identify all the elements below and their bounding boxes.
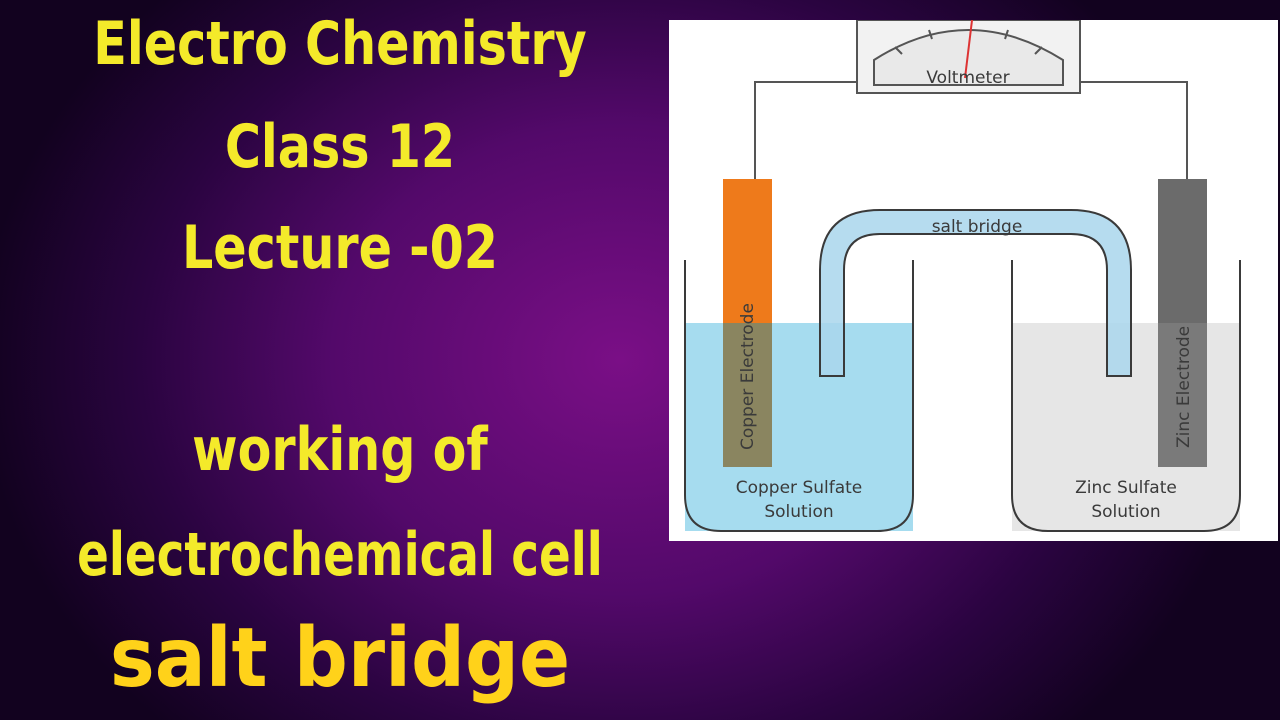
copper-solution-label-line2: Solution [764, 502, 833, 522]
subtitle-electrochemical-cell: electrochemical cell [77, 520, 603, 590]
topic-salt-bridge: salt bridge [109, 611, 571, 706]
wire-right [1080, 81, 1188, 180]
zinc-beaker [1011, 260, 1241, 532]
wire-left [754, 81, 857, 180]
voltmeter-label: Voltmeter [926, 68, 1009, 88]
diagram-svg: Voltmeter salt bridge Copper Electrode Z… [684, 20, 1241, 532]
zinc-electrode-label: Zinc Electrode [1174, 326, 1194, 448]
copper-electrode: Copper Electrode [723, 179, 772, 467]
title-lecture: Lecture -02 [181, 213, 499, 283]
voltmeter: Voltmeter [856, 20, 1081, 94]
salt-bridge [819, 209, 1132, 377]
salt-bridge-label: salt bridge [932, 217, 1023, 237]
subtitle-working-of: working of [192, 415, 488, 485]
copper-sulfate-solution [685, 323, 913, 531]
zinc-solution-label-line2: Solution [1091, 502, 1160, 522]
electrochemical-cell-diagram: Voltmeter salt bridge Copper Electrode Z… [669, 20, 1278, 541]
zinc-solution-label-line1: Zinc Sulfate [1075, 478, 1177, 498]
title-class: Class 12 [224, 112, 456, 182]
title-electro-chemistry: Electro Chemistry [93, 9, 587, 79]
voltmeter-needle [964, 20, 974, 79]
copper-solution-label-line1: Copper Sulfate [736, 478, 863, 498]
zinc-electrode: Zinc Electrode [1158, 179, 1207, 467]
copper-beaker [684, 260, 914, 532]
copper-electrode-label: Copper Electrode [738, 303, 758, 450]
